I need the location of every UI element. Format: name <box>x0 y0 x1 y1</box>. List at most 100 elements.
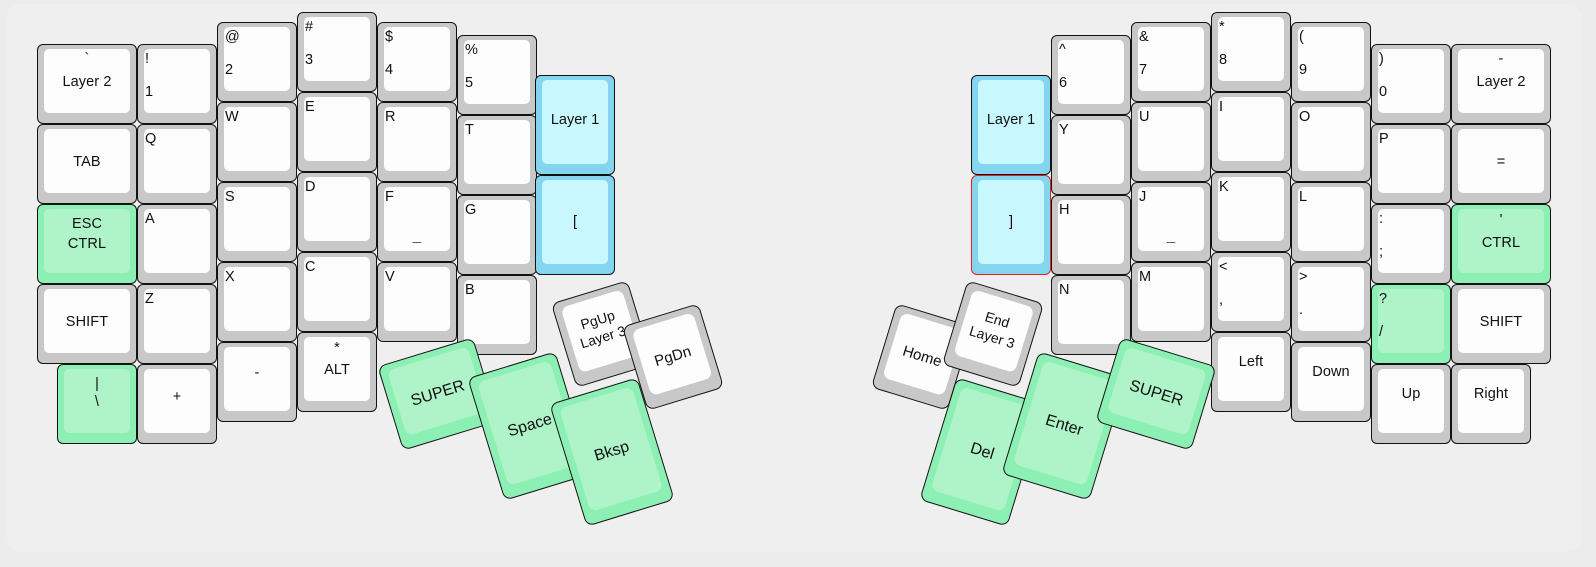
key-r-c6-r1[interactable]: - Layer 2 <box>1451 44 1551 124</box>
key-l-layer1[interactable]: Layer 1 <box>535 75 615 175</box>
key-r-c2-r2[interactable]: U <box>1131 102 1211 182</box>
key-r-c3-r3[interactable]: K <box>1211 172 1291 252</box>
keycap <box>1058 200 1124 264</box>
key-legend-main: - <box>254 365 260 381</box>
keycap <box>1058 120 1124 184</box>
key-l-c4-r1[interactable]: # 3 <box>297 12 377 92</box>
key-l-bracket-open[interactable]: [ <box>535 175 615 275</box>
keycap <box>1298 27 1364 91</box>
key-legend-top: & <box>1139 29 1149 45</box>
key-legend-main: ALT <box>324 362 350 378</box>
key-l-c1-r5[interactable]: | \ <box>57 364 137 444</box>
key-legend-main: + <box>172 389 182 405</box>
key-l-c3-r5[interactable]: - <box>217 342 297 422</box>
key-r-c1-r3[interactable]: H <box>1051 195 1131 275</box>
keycap <box>1378 289 1444 353</box>
key-legend-top: @ <box>225 29 240 45</box>
keycap <box>1138 107 1204 171</box>
keycap <box>44 209 130 273</box>
key-l-c2-r4[interactable]: Z <box>137 284 217 364</box>
key-l-c1-r3[interactable]: ESC CTRL <box>37 204 137 284</box>
key-r-c5-r3[interactable]: : ; <box>1371 204 1451 284</box>
keycap <box>1378 49 1444 113</box>
key-l-c1-r1[interactable]: ` Layer 2 <box>37 44 137 124</box>
keycap <box>304 97 370 161</box>
keycap <box>224 347 290 411</box>
key-legend-main: SHIFT <box>1479 314 1523 330</box>
key-l-c5-r1[interactable]: $ 4 <box>377 22 457 102</box>
key-legend-top: ' <box>1499 212 1503 228</box>
key-l-c2-r1[interactable]: ! 1 <box>137 44 217 124</box>
key-l-c3-r4[interactable]: X <box>217 262 297 342</box>
key-r-bracket-close[interactable]: ] <box>971 175 1051 275</box>
key-l-c4-r2[interactable]: E <box>297 92 377 172</box>
key-legend-top: L <box>1299 189 1308 205</box>
keycap <box>1218 337 1284 401</box>
key-r-c6-r3[interactable]: ' CTRL <box>1451 204 1551 284</box>
keycap <box>144 209 210 273</box>
key-l-c5-r2[interactable]: R <box>377 102 457 182</box>
keycap <box>44 129 130 193</box>
key-r-c5-r2[interactable]: P <box>1371 124 1451 204</box>
key-r-c1-r1[interactable]: ^ 6 <box>1051 35 1131 115</box>
key-r-c1-r4[interactable]: N <box>1051 275 1131 355</box>
key-l-c3-r2[interactable]: W <box>217 102 297 182</box>
keycap <box>464 200 530 264</box>
keycap <box>224 187 290 251</box>
key-r-c5-r1[interactable]: ) 0 <box>1371 44 1451 124</box>
key-l-c1-r4[interactable]: SHIFT <box>37 284 137 364</box>
key-l-c6-r2[interactable]: T <box>457 115 537 195</box>
key-r-c4-r5[interactable]: Down <box>1291 342 1371 422</box>
key-r-c5-r4[interactable]: ? / <box>1371 284 1451 364</box>
key-legend-top: F <box>385 189 394 205</box>
key-l-c5-r4[interactable]: V <box>377 262 457 342</box>
key-legend-main: Right <box>1473 386 1509 402</box>
key-legend-top: $ <box>385 29 394 45</box>
key-l-c4-r3[interactable]: D <box>297 172 377 252</box>
key-legend-main: 0 <box>1379 84 1388 100</box>
key-l-c6-r3[interactable]: G <box>457 195 537 275</box>
key-legend-main: 3 <box>305 52 314 68</box>
key-r-c2-r4[interactable]: M <box>1131 262 1211 342</box>
key-r-c3-r5[interactable]: Left <box>1211 332 1291 412</box>
key-r-c2-r1[interactable]: & 7 <box>1131 22 1211 102</box>
key-legend-top: P <box>1379 131 1389 147</box>
keycap <box>384 107 450 171</box>
key-legend-main: 8 <box>1219 52 1228 68</box>
key-legend-main: TAB <box>73 154 101 170</box>
key-r-c4-r4[interactable]: > . <box>1291 262 1371 342</box>
key-r-c5-r5[interactable]: Up <box>1371 364 1451 444</box>
key-legend-top: D <box>305 179 316 195</box>
key-r-c4-r3[interactable]: L <box>1291 182 1371 262</box>
key-legend-top: U <box>1139 109 1150 125</box>
key-legend-main: . <box>1299 302 1304 318</box>
key-l-c6-r1[interactable]: % 5 <box>457 35 537 115</box>
key-r-c1-r2[interactable]: Y <box>1051 115 1131 195</box>
key-r-layer1[interactable]: Layer 1 <box>971 75 1051 175</box>
key-r-c2-r3[interactable]: J _ <box>1131 182 1211 262</box>
key-l-c2-r3[interactable]: A <box>137 204 217 284</box>
key-r-c6-r2[interactable]: = <box>1451 124 1551 204</box>
key-l-c3-r3[interactable]: S <box>217 182 297 262</box>
key-legend-main: 4 <box>385 62 394 78</box>
key-r-c4-r2[interactable]: O <box>1291 102 1371 182</box>
key-l-c4-r4[interactable]: C <box>297 252 377 332</box>
key-l-c3-r1[interactable]: @ 2 <box>217 22 297 102</box>
key-legend-main: [ <box>572 214 578 230</box>
key-r-c3-r1[interactable]: * 8 <box>1211 12 1291 92</box>
key-l-c5-r3[interactable]: F _ <box>377 182 457 262</box>
key-r-c4-r1[interactable]: ( 9 <box>1291 22 1371 102</box>
keycap <box>1458 369 1524 433</box>
key-r-c3-r4[interactable]: < , <box>1211 252 1291 332</box>
keycap <box>304 177 370 241</box>
key-legend-top: ESC <box>71 216 103 232</box>
key-l-c1-r2[interactable]: TAB <box>37 124 137 204</box>
key-l-c2-r5[interactable]: + <box>137 364 217 444</box>
key-r-c6-r5[interactable]: Right <box>1451 364 1531 444</box>
keycap <box>1218 257 1284 321</box>
key-l-c4-r5[interactable]: * ALT <box>297 332 377 412</box>
key-l-c2-r2[interactable]: Q <box>137 124 217 204</box>
key-r-c6-r4[interactable]: SHIFT <box>1451 284 1551 364</box>
key-r-c3-r2[interactable]: I <box>1211 92 1291 172</box>
key-legend-main: CTRL <box>67 236 107 252</box>
